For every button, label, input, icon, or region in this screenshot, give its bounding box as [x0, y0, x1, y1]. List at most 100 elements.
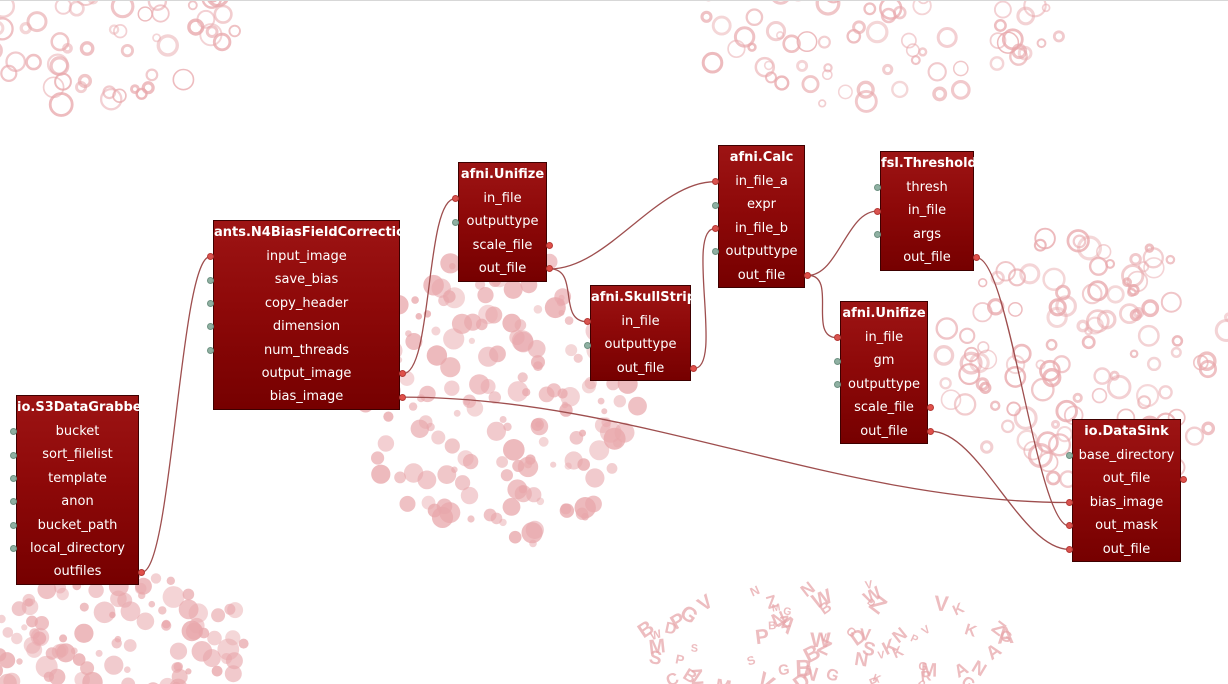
background-bubble [1050, 419, 1061, 429]
background-glyph: B [768, 620, 777, 632]
input-port[interactable] [10, 521, 17, 529]
background-bubble [225, 630, 241, 646]
background-bubble [104, 655, 124, 675]
background-bubble [228, 24, 241, 38]
node-field: out_file [459, 257, 553, 280]
node-field-label: out_file [478, 261, 527, 277]
background-bubble [821, 69, 833, 81]
output-port[interactable] [927, 427, 934, 435]
input-port[interactable] [207, 323, 214, 331]
background-bubble [996, 31, 1020, 54]
input-port[interactable] [834, 380, 841, 388]
node-field: output_image [214, 362, 406, 385]
background-bubble [383, 411, 394, 422]
node-field-label: input_image [266, 249, 347, 264]
background-bubble [411, 296, 419, 304]
input-port[interactable] [874, 207, 881, 215]
background-bubble [511, 330, 534, 352]
input-port[interactable] [712, 178, 719, 186]
node-field-label: outputtype [604, 337, 677, 353]
input-port[interactable] [207, 253, 214, 261]
input-port[interactable] [712, 201, 719, 209]
input-port[interactable] [207, 276, 214, 284]
background-bubble [950, 80, 971, 100]
background-bubble [936, 27, 958, 48]
output-port[interactable] [804, 271, 811, 279]
background-bubble [1214, 318, 1228, 343]
input-port[interactable] [10, 474, 17, 482]
background-bubble [1091, 387, 1108, 404]
background-bubble [70, 647, 78, 655]
background-bubble [436, 498, 453, 515]
background-bubble [554, 288, 572, 306]
background-glyph: N [787, 681, 807, 684]
input-port[interactable] [207, 299, 214, 307]
input-port[interactable] [207, 346, 214, 354]
background-glyph: S [745, 653, 757, 669]
output-port[interactable] [1180, 475, 1187, 483]
background-glyph: N [801, 661, 821, 684]
background-glyph: S [647, 647, 663, 670]
input-port[interactable] [10, 498, 17, 506]
node-field: outputtype [712, 240, 804, 263]
background-bubble [940, 389, 962, 411]
background-glyph: K [871, 672, 882, 684]
input-port[interactable] [1066, 522, 1073, 530]
node-title: afni.Unifize [460, 167, 545, 182]
node-title: afni.Unifize [842, 306, 926, 321]
background-bubble [199, 23, 223, 47]
background-bubble [1085, 309, 1110, 333]
background-bubble [99, 87, 123, 111]
input-port[interactable] [834, 357, 841, 365]
background-bubble [0, 673, 17, 684]
input-port[interactable] [834, 334, 841, 342]
node-field-label: dimension [272, 319, 341, 335]
background-bubble [628, 396, 647, 416]
background-bubble [863, 2, 877, 16]
input-port[interactable] [1066, 545, 1073, 553]
node-field-label: in_file [864, 330, 904, 345]
output-port[interactable] [138, 568, 145, 576]
background-bubble [1165, 254, 1176, 265]
input-port[interactable] [584, 318, 591, 326]
background-bubble [161, 620, 172, 631]
input-port[interactable] [712, 248, 719, 256]
output-port[interactable] [690, 364, 697, 372]
background-bubble [880, 7, 897, 24]
background-bubble [573, 353, 583, 363]
background-bubble [837, 84, 853, 100]
input-port[interactable] [1066, 498, 1073, 506]
input-port[interactable] [584, 341, 591, 349]
background-bubble [514, 485, 532, 503]
input-port[interactable] [10, 428, 17, 436]
background-bubble [613, 395, 626, 408]
input-port[interactable] [712, 224, 719, 232]
node-field-label: num_threads [263, 342, 350, 358]
input-port[interactable] [452, 218, 459, 226]
node-title: io.DataSink [1084, 424, 1169, 439]
input-port[interactable] [10, 451, 17, 459]
background-bubble [1036, 38, 1047, 49]
node-field: in_file [452, 187, 546, 210]
input-port[interactable] [452, 195, 459, 203]
output-port[interactable] [399, 393, 406, 401]
background-bubble [1076, 319, 1090, 333]
input-port[interactable] [1066, 452, 1073, 460]
background-glyph: P [908, 632, 919, 646]
input-port[interactable] [874, 184, 881, 192]
input-port[interactable] [874, 230, 881, 238]
input-port[interactable] [10, 545, 17, 553]
background-bubble [1144, 243, 1155, 253]
node-field-label: outputtype [848, 376, 920, 392]
node-field-label: sort_filelist [42, 447, 113, 463]
output-port[interactable] [546, 241, 553, 249]
